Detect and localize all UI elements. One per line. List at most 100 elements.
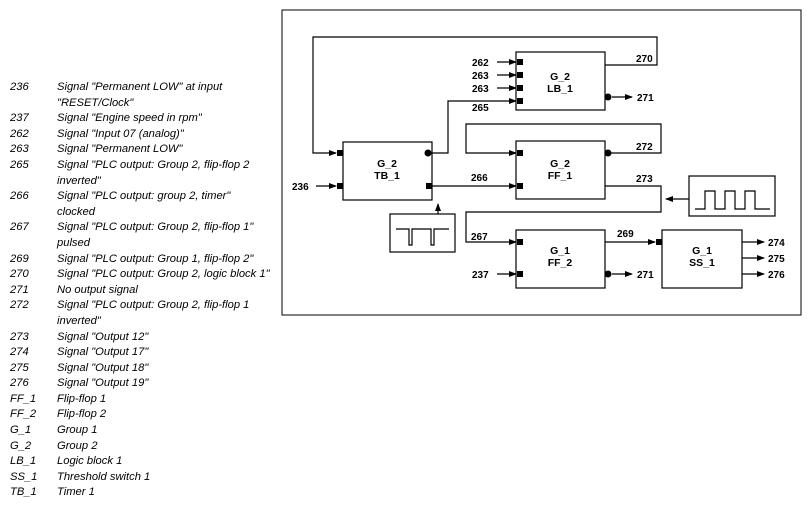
- legend-description: Threshold switch 1: [57, 470, 151, 483]
- wire-273-267: [465, 185, 662, 245]
- legend-code: 262: [10, 127, 29, 140]
- legend: 236 Signal "Permanent LOW" at input "RESE…: [10, 80, 270, 501]
- signal-label-276: 276: [768, 270, 785, 281]
- block-lb1-group: G_2: [550, 71, 570, 83]
- legend-code: SS_1: [10, 470, 38, 483]
- legend-item: 262 Signal "Input 07 (analog)": [10, 127, 270, 143]
- wire-265: [432, 98, 517, 154]
- signal-label-271-b: 271: [637, 270, 654, 281]
- legend-item: 236 Signal "Permanent LOW" at input "RESE…: [10, 80, 270, 111]
- legend-item: 276 Signal "Output 19": [10, 376, 270, 392]
- block-lb1: G_2 LB_1: [515, 51, 612, 111]
- block-ff2-name: FF_2: [548, 257, 573, 269]
- legend-item: 266 Signal "PLC output: group 2, timer" c…: [10, 189, 270, 220]
- legend-item: 271 No output signal: [10, 283, 270, 299]
- legend-item: 265 Signal "PLC output: Group 2, flip-flo…: [10, 158, 270, 189]
- legend-item: SS_1 Threshold switch 1: [10, 470, 270, 486]
- legend-code: 270: [10, 268, 29, 281]
- signal-label-263-b: 263: [472, 84, 489, 95]
- signal-label-275: 275: [768, 254, 785, 265]
- signal-label-265: 265: [472, 103, 489, 114]
- legend-description: Signal "PLC output: Group 2, logic block…: [57, 268, 270, 281]
- legend-description: Signal "Permanent LOW" at input "RESET/C…: [57, 81, 223, 109]
- legend-code: 266: [10, 190, 29, 203]
- legend-code: FF_2: [10, 408, 37, 421]
- legend-item: 273 Signal "Output 12": [10, 330, 270, 346]
- legend-code: 273: [10, 330, 29, 343]
- legend-description: Signal "PLC output: Group 2, flip-flop 1…: [57, 221, 254, 249]
- legend-item: TB_1 Timer 1: [10, 485, 270, 501]
- legend-description: Signal "PLC output: Group 2, flip-flop 2…: [57, 158, 250, 187]
- legend-code: 269: [10, 252, 29, 265]
- wire-270-feedback: [312, 36, 658, 156]
- block-tb1-group: G_2: [377, 158, 397, 170]
- legend-code: G_2: [10, 439, 32, 452]
- legend-item: G_2 Group 2: [10, 439, 270, 455]
- block-ff1-name: FF_1: [548, 170, 573, 182]
- legend-description: Flip-flop 1: [57, 392, 107, 405]
- pulse-waveform-icon: [389, 213, 456, 253]
- wire-272-loop: [465, 123, 662, 156]
- signal-label-236: 236: [292, 182, 309, 193]
- block-ff2-group: G_1: [550, 245, 570, 257]
- legend-description: Timer 1: [57, 486, 95, 499]
- legend-item: LB_1 Logic block 1: [10, 454, 270, 470]
- block-tb1-name: TB_1: [374, 170, 400, 182]
- legend-code: G_1: [10, 424, 32, 437]
- signal-label-272: 272: [636, 142, 653, 153]
- legend-item: 269 Signal "PLC output: Group 1, flip-flo…: [10, 252, 270, 268]
- signal-label-237: 237: [472, 270, 489, 281]
- legend-description: Signal "Output 18": [57, 361, 149, 374]
- signal-label-269: 269: [617, 229, 634, 240]
- legend-item: FF_2 Flip-flop 2: [10, 407, 270, 423]
- legend-description: Flip-flop 2: [57, 408, 107, 421]
- legend-item: 274 Signal "Output 17": [10, 345, 270, 361]
- block-ff2-g1: G_1 FF_2: [515, 229, 612, 289]
- legend-description: Group 1: [57, 424, 98, 437]
- legend-description: Signal "PLC output: group 2, timer" cloc…: [57, 190, 231, 218]
- legend-code: 267: [10, 221, 29, 234]
- signal-label-273: 273: [636, 174, 653, 185]
- legend-description: Signal "Output 12": [57, 330, 149, 343]
- legend-code: LB_1: [10, 455, 37, 468]
- clock-waveform-icon: [688, 175, 776, 217]
- legend-code: 272: [10, 299, 29, 312]
- signal-label-270: 270: [636, 54, 653, 65]
- diagram-frame: [281, 9, 802, 316]
- legend-code: 265: [10, 158, 29, 171]
- legend-item: G_1 Group 1: [10, 423, 270, 439]
- signal-label-263-a: 263: [472, 71, 489, 82]
- legend-description: Signal "Output 19": [57, 377, 149, 390]
- legend-item: 267 Signal "PLC output: Group 2, flip-flo…: [10, 220, 270, 251]
- block-ss1-name: SS_1: [689, 257, 715, 269]
- legend-item: 275 Signal "Output 18": [10, 361, 270, 377]
- legend-description: Group 2: [57, 439, 98, 452]
- legend-code: 275: [10, 361, 29, 374]
- legend-description: Signal "PLC output: Group 1, flip-flop 2…: [57, 252, 254, 265]
- block-lb1-name: LB_1: [547, 83, 573, 95]
- signal-label-271-a: 271: [637, 93, 654, 104]
- legend-description: No output signal: [57, 283, 138, 296]
- legend-description: Signal "Output 17": [57, 346, 149, 359]
- legend-code: FF_1: [10, 392, 37, 405]
- legend-description: Signal "PLC output: Group 2, flip-flop 1…: [57, 299, 250, 327]
- block-tb1: G_2 TB_1: [337, 141, 433, 201]
- legend-code: 236: [10, 81, 29, 93]
- legend-code: 274: [10, 346, 29, 359]
- block-ss1: G_1 SS_1: [656, 229, 743, 289]
- legend-description: Signal "Input 07 (analog)": [57, 127, 184, 140]
- legend-description: Signal "Engine speed in rpm": [57, 112, 202, 125]
- legend-code: 271: [10, 283, 29, 296]
- legend-code: 263: [10, 143, 29, 156]
- legend-code: TB_1: [10, 486, 37, 499]
- legend-item: 272 Signal "PLC output: Group 2, flip-flo…: [10, 298, 270, 329]
- legend-code: 276: [10, 377, 29, 390]
- legend-item: FF_1 Flip-flop 1: [10, 392, 270, 408]
- signal-label-262: 262: [472, 58, 489, 69]
- block-ff1-group: G_2: [550, 158, 570, 170]
- legend-description: Logic block 1: [57, 455, 123, 468]
- legend-item: 270 Signal "PLC output: Group 2, logic bl…: [10, 267, 270, 283]
